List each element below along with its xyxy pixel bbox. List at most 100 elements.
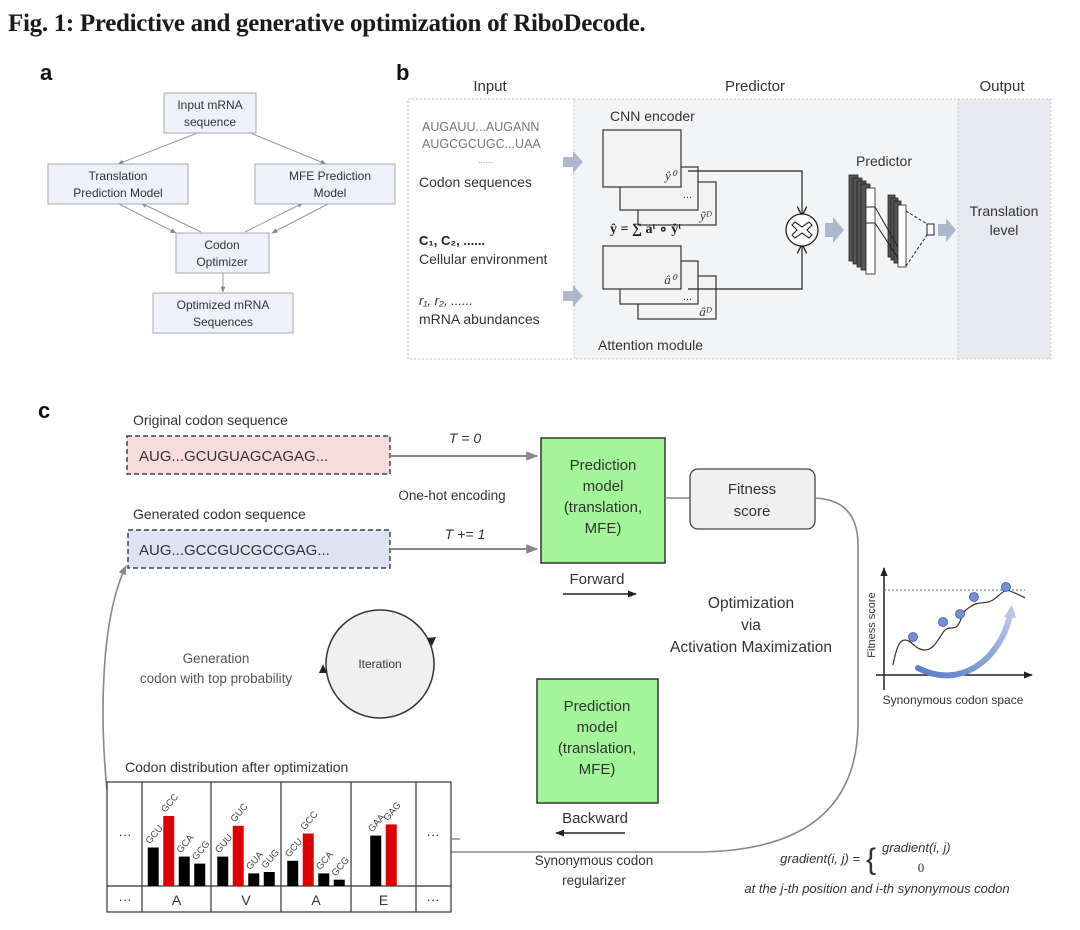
formula-weighted-sum: ŷ = ∑ aᵗ ∘ ŷᵗ <box>610 222 681 237</box>
panel-label-c: c <box>38 398 51 423</box>
codon-bar-gag <box>385 824 397 886</box>
label-t-increment: T += 1 <box>445 526 485 542</box>
generation-line1: Generation <box>183 651 250 666</box>
label-predictor: Predictor <box>856 153 912 169</box>
backward-model-line1: Prediction <box>564 698 631 715</box>
optimization-line1: Optimization <box>708 595 794 612</box>
box-mfe-line1: MFE Prediction <box>289 169 371 183</box>
backward-model-line4: MFE) <box>579 761 616 778</box>
codon-bar-gca <box>178 856 190 886</box>
label-abund-vars: r₁, r₂, ...... <box>419 293 473 308</box>
codon-bar-gcu <box>147 847 159 886</box>
box-input-mrna: Input mRNA sequence <box>163 92 257 134</box>
arrow-mfe-to-optimizer <box>271 202 331 234</box>
mini-plot-point <box>938 617 948 627</box>
fitness-line1: Fitness <box>728 481 776 498</box>
box-translation-line1: Translation <box>89 169 148 183</box>
mini-plot-point <box>969 592 979 602</box>
optimization-line3: Activation Maximization <box>670 639 832 656</box>
figure-title: Fig. 1: Predictive and generative optimi… <box>8 10 646 37</box>
fitness-landscape-plot: Fitness score Synonymous codon space <box>866 567 1033 707</box>
header-input: Input <box>473 78 507 95</box>
predictor-network-icon <box>848 174 935 275</box>
label-t-zero: T = 0 <box>449 430 482 446</box>
box-translation-model: Translation Prediction Model <box>47 163 189 205</box>
label-backward: Backward <box>562 810 628 827</box>
output-region <box>957 98 1052 360</box>
codon-bar-guu <box>217 856 229 886</box>
block-arrow-codon-input <box>563 151 583 173</box>
panel-c-optimization: Original codon sequence AUG...GCUGUAGCAG… <box>102 412 1033 913</box>
label-codon-sequences: Codon sequences <box>419 174 532 190</box>
gradient-formula-lhs: gradient(i, j) = <box>780 851 860 866</box>
original-sequence-text: AUG...GCUGUAGCAGAG... <box>139 448 328 465</box>
backward-model-line2: model <box>577 719 618 736</box>
label-mrna-abundances: mRNA abundances <box>419 311 540 327</box>
backward-model-line3: (translation, <box>558 740 636 757</box>
mini-plot-ascent-arrowhead <box>1004 605 1016 618</box>
block-arrow-to-predictor <box>825 217 844 243</box>
connector-attention-to-multiply <box>688 245 802 290</box>
panel-b-architecture: Input Predictor Output AUGAUU...AUGANN A… <box>407 78 1052 360</box>
input-seq-line1: AUGAUU...AUGANN <box>422 120 539 134</box>
fitness-line2: score <box>734 503 771 520</box>
gradient-case-1: gradient(i, j) <box>882 840 951 855</box>
codon-bar-gua <box>248 873 260 886</box>
box-input-line1: Input mRNA <box>177 98 242 112</box>
codon-bar-gug <box>263 872 275 886</box>
connector-cnn-to-multiply <box>688 170 802 215</box>
label-one-hot-encoding: One-hot encoding <box>398 488 505 503</box>
box-mfe-line2: Model <box>314 186 347 200</box>
mini-plot-point <box>908 632 918 642</box>
output-text-line1: Translation <box>970 203 1039 219</box>
attention-module-stack: â⁰ ... âᴰ <box>602 245 717 320</box>
label-forward: Forward <box>569 571 624 588</box>
panel-a-flowchart: Input mRNA sequence Translation Predicti… <box>47 92 396 334</box>
dist-dots-right: ··· <box>427 827 440 842</box>
backward-loop-path <box>107 497 859 853</box>
arrow-translation-to-optimizer <box>116 202 177 234</box>
arrow-optimizer-to-translation <box>140 202 202 233</box>
fitness-score-box <box>689 468 816 530</box>
box-optimizer-line1: Codon <box>204 238 239 252</box>
box-mfe-model: MFE Prediction Model <box>254 163 396 205</box>
input-seq-dots: ...... <box>478 155 493 165</box>
prediction-model-backward <box>536 678 659 804</box>
dist-dots-left: ··· <box>119 827 132 842</box>
arrow-optimizer-to-mfe <box>244 202 304 233</box>
label-a0: â⁰ <box>664 272 678 287</box>
output-text-line2: level <box>990 222 1019 238</box>
box-output-line2: Sequences <box>193 315 253 329</box>
multiply-icon <box>785 213 819 247</box>
codon-bar-gcg <box>194 863 206 886</box>
box-optimized-mrna: Optimized mRNA Sequences <box>152 292 294 334</box>
aa-dots-left: ··· <box>119 892 132 907</box>
box-translation-line2: Prediction Model <box>73 186 162 200</box>
panel-label-a: a <box>40 60 53 85</box>
label-generated-sequence: Generated codon sequence <box>133 506 306 522</box>
mini-plot-ascent-arrow <box>915 612 1013 679</box>
block-arrow-abundance-input <box>563 285 583 307</box>
codon-distribution-table: ··· ··· ··· ··· GCUGCCGCAGCGAGUUGUCGUAGU… <box>106 781 452 913</box>
aa-dots-right: ··· <box>427 892 440 907</box>
header-predictor: Predictor <box>725 78 785 95</box>
amino-acid-label: A <box>172 892 182 908</box>
forward-model-line3: (translation, <box>564 499 642 516</box>
regularizer-line1: Synonymous codon <box>535 853 654 868</box>
optimization-line2: via <box>741 617 761 634</box>
codon-bar-gcu <box>287 860 299 886</box>
forward-model-line1: Prediction <box>570 457 637 474</box>
input-region <box>407 98 575 360</box>
gradient-brace: { <box>866 843 876 876</box>
mini-plot-ylabel: Fitness score <box>866 592 878 657</box>
box-input-line2: sequence <box>184 115 236 129</box>
prediction-model-forward <box>540 437 666 564</box>
codon-bar-gcc <box>163 816 175 886</box>
codon-bar-gcc <box>302 833 314 886</box>
arrow-return-to-generated <box>102 565 127 791</box>
codon-bar-gca <box>318 873 330 886</box>
codon-bar-gaa <box>370 835 382 886</box>
generated-sequence-box <box>127 529 391 569</box>
generated-sequence-text: AUG...GCCGUCGCCGAG... <box>139 542 330 559</box>
input-seq-line2: AUGCGCUGC...UAA <box>422 137 541 151</box>
